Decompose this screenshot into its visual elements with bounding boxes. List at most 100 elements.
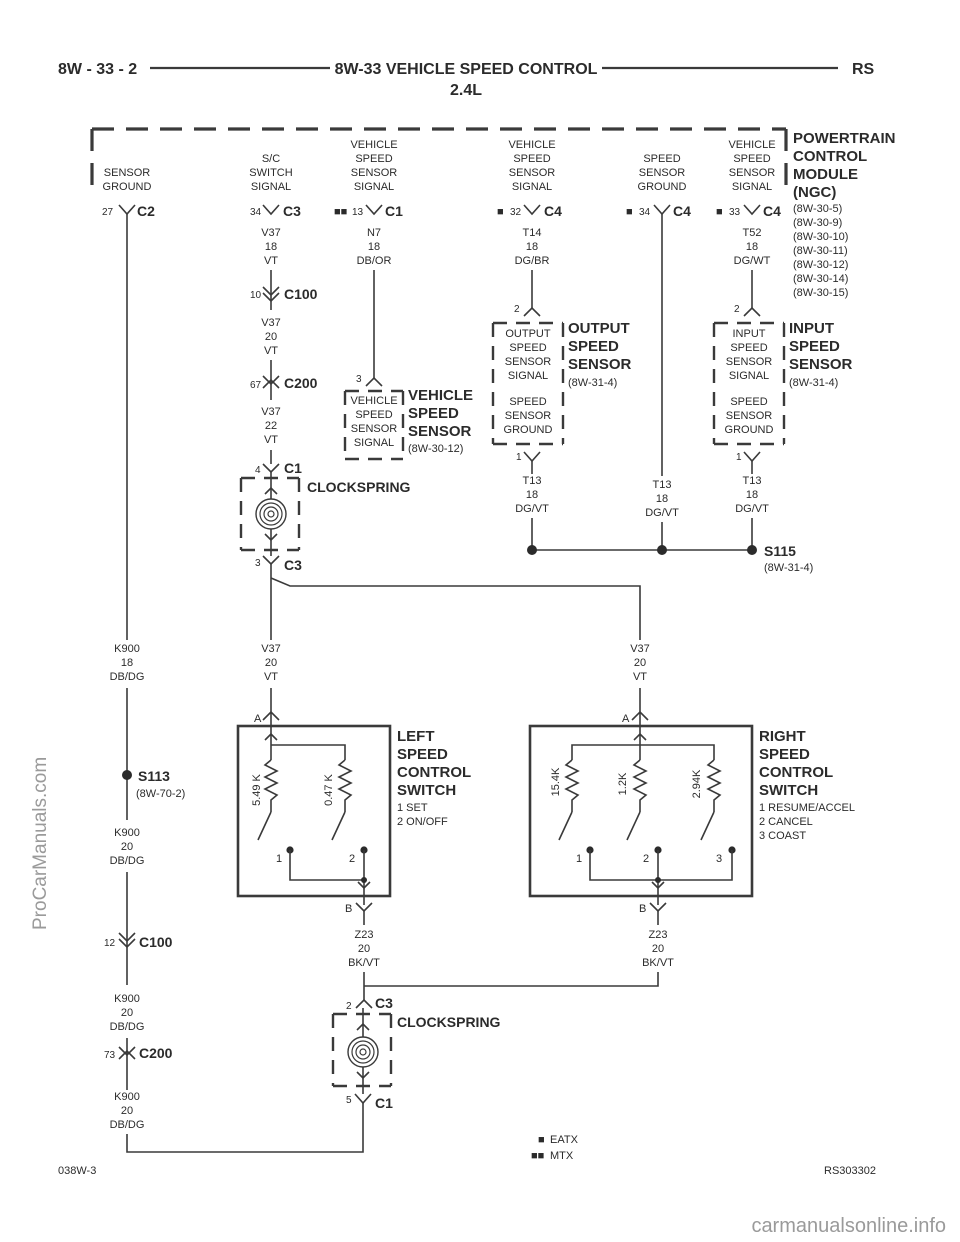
svg-text:VEHICLE: VEHICLE	[408, 387, 473, 404]
wire-t13-a: T13 18 DG/VT	[515, 475, 549, 515]
svg-text:18: 18	[656, 493, 668, 505]
svg-text:SPEED: SPEED	[513, 153, 550, 165]
wire-v37-20-right: V37 20 VT	[630, 643, 650, 683]
svg-text:(NGC): (NGC)	[793, 184, 836, 201]
svg-text:33: 33	[729, 207, 741, 218]
svg-text:C1: C1	[385, 203, 403, 219]
wire-k900-18: K900 18 DB/DG	[110, 643, 145, 683]
svg-text:SPEED: SPEED	[730, 396, 767, 408]
svg-text:10: 10	[250, 290, 262, 301]
svg-text:(8W-30-10): (8W-30-10)	[793, 231, 848, 243]
svg-text:DG/VT: DG/VT	[645, 507, 679, 519]
svg-text:T14: T14	[523, 227, 542, 239]
model-code: RS	[852, 61, 875, 78]
svg-text:INPUT: INPUT	[789, 320, 834, 337]
svg-text:12: 12	[104, 938, 116, 949]
pcm-circuit-vss-mtx: VEHICLE SPEED SENSOR SIGNAL ■■ 13 C1	[334, 139, 403, 219]
svg-text:1: 1	[736, 452, 742, 463]
right-resistor-2: 1.2K	[617, 772, 629, 795]
svg-text:SPEED: SPEED	[789, 338, 840, 355]
svg-text:INPUT: INPUT	[733, 328, 766, 340]
svg-text:SPEED: SPEED	[408, 405, 459, 422]
svg-text:SWITCH: SWITCH	[397, 782, 456, 799]
svg-text:K900: K900	[114, 827, 140, 839]
splice-s113-ref: (8W-70-2)	[136, 788, 185, 800]
wire-v37-20-left: V37 20 VT	[261, 643, 281, 683]
svg-text:■: ■	[626, 206, 633, 218]
left-resistor-1: 5.49 K	[251, 773, 263, 805]
svg-text:SIGNAL: SIGNAL	[512, 181, 552, 193]
svg-text:CONTROL: CONTROL	[793, 148, 867, 165]
wire-t13-c: T13 18 DG/VT	[735, 475, 769, 515]
footer-right-code: RS303302	[824, 1165, 876, 1177]
wire-n7: N7 18 DB/OR	[357, 227, 392, 267]
svg-text:20: 20	[121, 841, 133, 853]
svg-text:A: A	[254, 713, 262, 725]
right-speed-control-switch	[528, 724, 754, 898]
svg-text:SWITCH: SWITCH	[249, 167, 292, 179]
pcm-circuit-speed-sensor-ground: SPEED SENSOR GROUND ■ 34 C4	[626, 153, 691, 219]
pcm-circuit-sensor-ground: SENSOR GROUND 27 C2	[102, 167, 155, 219]
page-title: 8W-33 VEHICLE SPEED CONTROL	[335, 61, 598, 78]
svg-text:DB/OR: DB/OR	[357, 255, 392, 267]
svg-text:C3: C3	[283, 203, 301, 219]
svg-text:DG/WT: DG/WT	[734, 255, 771, 267]
svg-text:1: 1	[276, 853, 282, 865]
svg-text:MODULE: MODULE	[793, 166, 858, 183]
svg-text:C100: C100	[284, 286, 318, 302]
svg-text:SENSOR: SENSOR	[726, 410, 773, 422]
svg-text:5: 5	[346, 1095, 352, 1106]
svg-text:CONTROL: CONTROL	[397, 764, 471, 781]
svg-text:MTX: MTX	[550, 1150, 574, 1162]
svg-text:20: 20	[121, 1007, 133, 1019]
wire-v37-22: V37 22 VT	[261, 406, 281, 446]
svg-text:SENSOR: SENSOR	[104, 167, 151, 179]
output-speed-sensor-label: OUTPUT SPEED SENSOR (8W-31-4)	[568, 320, 632, 389]
svg-text:20: 20	[652, 943, 664, 955]
svg-text:SIGNAL: SIGNAL	[354, 181, 394, 193]
svg-text:18: 18	[526, 241, 538, 253]
svg-text:(8W-30-9): (8W-30-9)	[793, 217, 842, 229]
clockspring-bottom	[331, 1008, 393, 1094]
svg-text:SPEED: SPEED	[509, 342, 546, 354]
svg-text:C200: C200	[284, 375, 318, 391]
svg-text:C4: C4	[544, 203, 562, 219]
svg-text:SPEED: SPEED	[568, 338, 619, 355]
svg-text:POWERTRAIN: POWERTRAIN	[793, 130, 896, 147]
svg-text:VT: VT	[264, 434, 278, 446]
wire-z23-left: Z23 20 BK/VT	[348, 929, 380, 969]
page-code: 8W - 33 - 2	[58, 61, 137, 78]
svg-text:VT: VT	[264, 671, 278, 683]
svg-text:T13: T13	[743, 475, 762, 487]
left-resistor-2: 0.47 K	[323, 773, 335, 805]
svg-text:18: 18	[121, 657, 133, 669]
svg-text:VT: VT	[633, 671, 647, 683]
inline-c200-top	[262, 375, 280, 389]
vehicle-speed-sensor-box: VEHICLE SPEED SENSOR SIGNAL	[343, 389, 405, 461]
svg-text:2: 2	[734, 304, 740, 315]
inline-c100-top	[262, 286, 280, 303]
svg-text:GROUND: GROUND	[504, 424, 553, 436]
svg-text:SENSOR: SENSOR	[408, 423, 472, 440]
svg-text:DG/VT: DG/VT	[735, 503, 769, 515]
wire-v37-20: V37 20 VT	[261, 317, 281, 357]
svg-text:2: 2	[643, 853, 649, 865]
svg-text:SENSOR: SENSOR	[509, 167, 556, 179]
wire-k900-20-c: K900 20 DB/DG	[110, 1091, 145, 1131]
svg-text:C200: C200	[139, 1045, 173, 1061]
svg-text:73: 73	[104, 1050, 116, 1061]
pcm-circuit-vss-eatx-input: VEHICLE SPEED SENSOR SIGNAL ■ 33 C4	[716, 139, 781, 219]
right-resistor-1: 15.4K	[550, 767, 562, 796]
svg-text:SPEED: SPEED	[730, 342, 767, 354]
svg-text:(8W-30-11): (8W-30-11)	[793, 245, 848, 257]
svg-text:S/C: S/C	[262, 153, 280, 165]
wire-z23-right: Z23 20 BK/VT	[642, 929, 674, 969]
svg-text:V37: V37	[261, 317, 281, 329]
svg-text:SIGNAL: SIGNAL	[354, 437, 394, 449]
svg-text:SENSOR: SENSOR	[505, 410, 552, 422]
svg-text:C4: C4	[763, 203, 781, 219]
svg-text:18: 18	[746, 241, 758, 253]
svg-text:18: 18	[526, 489, 538, 501]
svg-text:EATX: EATX	[550, 1134, 579, 1146]
